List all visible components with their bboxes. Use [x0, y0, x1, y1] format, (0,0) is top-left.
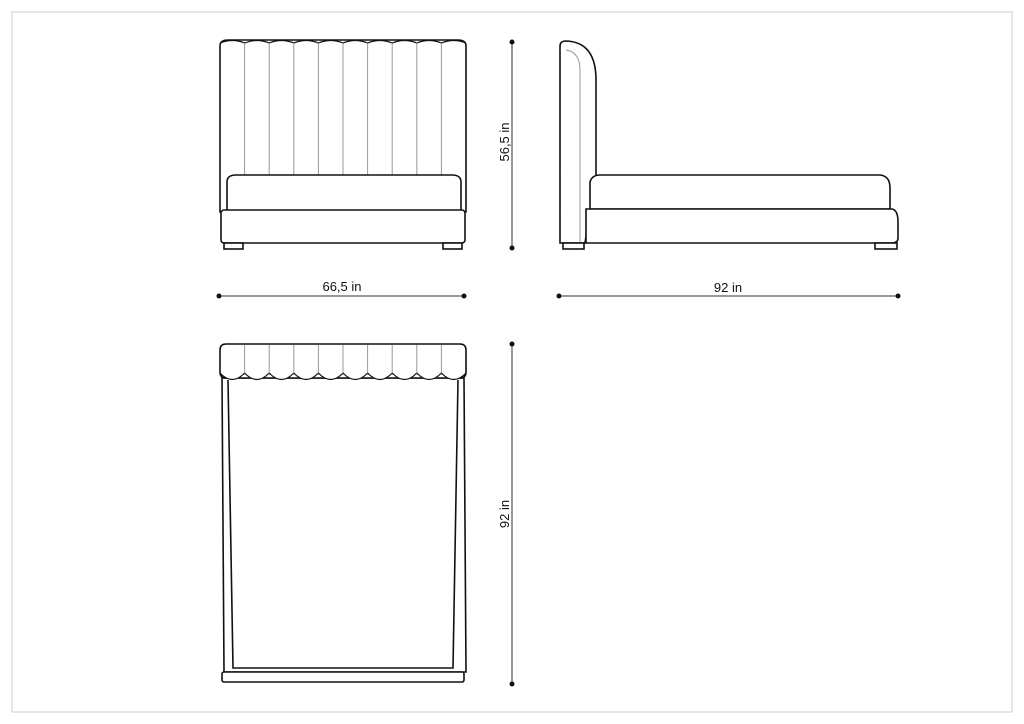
side-length-dimension: 92 in [556, 280, 901, 299]
front-view [219, 39, 467, 250]
channel-top [441, 39, 467, 44]
headboard-scallops [219, 345, 467, 381]
foot-left [223, 242, 244, 250]
front-width-label: 66,5 in [322, 279, 361, 294]
top-length-label: 92 in [497, 500, 512, 528]
channel-top [293, 39, 319, 44]
scallop [317, 372, 344, 381]
side-foot-front [874, 242, 898, 250]
top-view [219, 343, 467, 683]
front-width-dimension: 66,5 in [216, 279, 467, 299]
top-foot-edge [221, 671, 465, 683]
foot-right [442, 242, 463, 250]
scallop [219, 372, 246, 381]
scallop [268, 372, 295, 381]
scallop [367, 372, 393, 381]
channel-top [367, 39, 393, 44]
scallop [293, 372, 319, 381]
front-height-label: 56,5 in [497, 122, 512, 161]
bed-base [220, 209, 466, 244]
side-base [585, 208, 899, 244]
headboard-channels [219, 39, 467, 175]
scallop [416, 372, 442, 381]
channel-top [342, 39, 368, 44]
channel-top [244, 39, 270, 44]
scallop [244, 372, 270, 381]
channel-top [268, 39, 295, 44]
channel-top [219, 39, 245, 44]
scallop [342, 372, 369, 381]
side-foot-back [562, 242, 585, 250]
channel-top [391, 39, 418, 44]
scallop [391, 372, 418, 381]
mattress [226, 174, 462, 213]
side-mattress [589, 174, 891, 210]
front-height-dimension: 56,5 in [497, 39, 515, 251]
top-length-dimension: 92 in [497, 341, 515, 687]
side-length-label: 92 in [714, 280, 742, 295]
page-frame [11, 11, 1013, 713]
scallop [440, 372, 467, 381]
channel-top [416, 39, 442, 44]
side-headboard [559, 40, 597, 244]
side-view [559, 40, 899, 250]
channel-top [318, 39, 344, 44]
